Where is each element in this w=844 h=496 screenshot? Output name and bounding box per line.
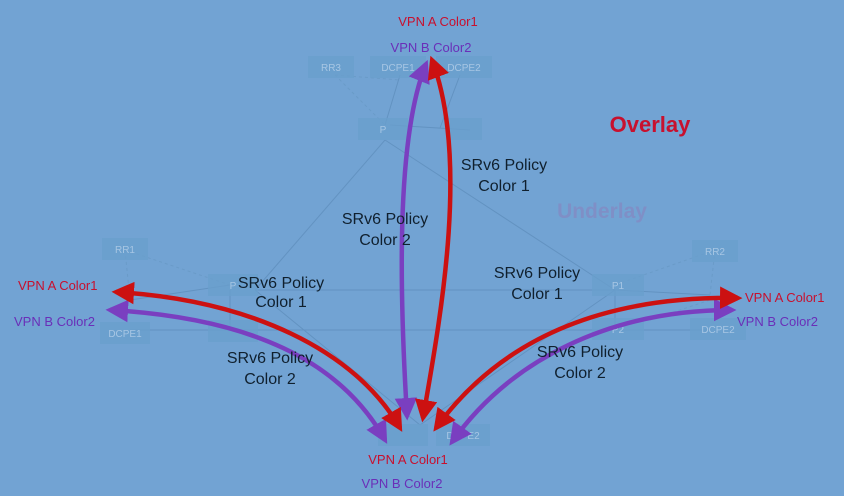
right-vpn-a-label: VPN A Color1 [745, 290, 825, 305]
top-color1-arrow [414, 55, 453, 423]
node-top-dcpe2: DCPE2 [436, 56, 492, 78]
policy-left-color2: SRv6 Policy Color 2 [227, 350, 313, 388]
svg-text:SRv6 Policy: SRv6 Policy [238, 275, 324, 292]
node-right-p1: P1 [592, 274, 644, 296]
left-vpn-a-label: VPN A Color1 [18, 278, 98, 293]
svg-text:SRv6 Policy: SRv6 Policy [494, 265, 580, 282]
overlay-title: Overlay [610, 112, 691, 137]
node-top-p2-box [446, 118, 482, 140]
right-color1-arrow [433, 286, 743, 432]
policy-left-color1: SRv6 Policy Color 1 [238, 275, 324, 311]
svg-text:SRv6 Policy: SRv6 Policy [227, 350, 313, 367]
node-right-rr: RR2 [692, 240, 738, 262]
policy-right-color1: SRv6 Policy Color 1 [494, 265, 580, 303]
bottom-vpn-a-label: VPN A Color1 [368, 452, 448, 467]
node-top-rr: RR3 [308, 56, 354, 78]
svg-text:RR2: RR2 [705, 247, 725, 258]
svg-text:DCPE2: DCPE2 [447, 63, 481, 74]
left-color1-arrow [111, 281, 403, 432]
svg-text:Color 1: Color 1 [478, 178, 530, 195]
node-left-rr: RR1 [102, 238, 148, 260]
svg-text:SRv6 Policy: SRv6 Policy [461, 157, 547, 174]
color1-paths [111, 55, 743, 432]
svg-text:Color 2: Color 2 [359, 232, 411, 249]
node-top-p: P [358, 118, 408, 140]
svg-text:RR3: RR3 [321, 63, 341, 74]
right-vpn-b-label: VPN B Color2 [737, 314, 818, 329]
svg-text:Color 1: Color 1 [511, 286, 563, 303]
svg-text:P: P [230, 281, 237, 292]
svg-text:Color 2: Color 2 [244, 371, 296, 388]
svg-text:DCPE2: DCPE2 [701, 325, 735, 336]
node-bottom-dcpe1-box [378, 424, 428, 446]
node-left-dcpe: DCPE1 [100, 322, 150, 344]
svg-text:P1: P1 [612, 281, 625, 292]
svg-text:SRv6 Policy: SRv6 Policy [342, 211, 428, 228]
svg-text:P: P [380, 125, 387, 136]
svg-text:Color 1: Color 1 [255, 294, 307, 311]
policy-top-color1: SRv6 Policy Color 1 [461, 157, 547, 195]
svg-text:Color 2: Color 2 [554, 365, 606, 382]
node-top-dcpe1: DCPE1 [370, 56, 426, 78]
bottom-vpn-b-label: VPN B Color2 [362, 476, 443, 491]
top-vpn-b-label: VPN B Color2 [391, 40, 472, 55]
svg-text:SRv6 Policy: SRv6 Policy [537, 344, 623, 361]
svg-text:DCPE1: DCPE1 [381, 63, 415, 74]
top-vpn-a-label: VPN A Color1 [398, 14, 478, 29]
svg-text:RR1: RR1 [115, 245, 135, 256]
policy-top-color2: SRv6 Policy Color 2 [342, 211, 428, 249]
underlay-title: Underlay [557, 200, 647, 223]
policy-right-color2: SRv6 Policy Color 2 [537, 344, 623, 382]
left-vpn-b-label: VPN B Color2 [14, 314, 95, 329]
svg-text:DCPE1: DCPE1 [108, 329, 142, 340]
